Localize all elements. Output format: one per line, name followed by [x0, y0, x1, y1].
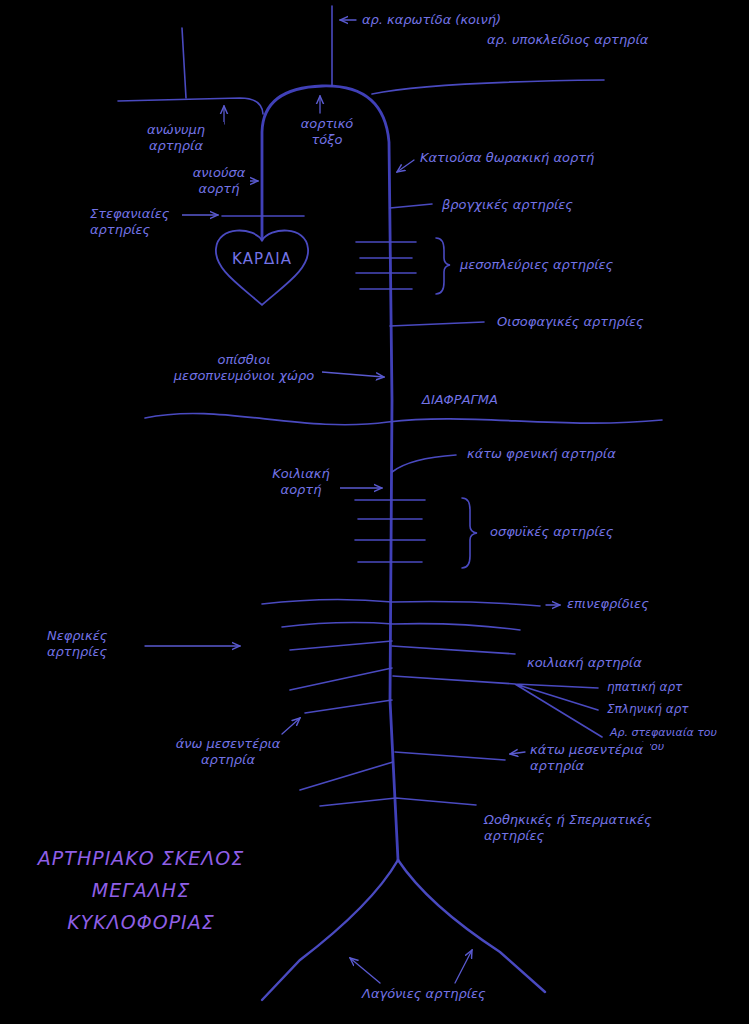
artery-label: Ωοθηκικές ή Σπερματικές αρτηρίες: [482, 812, 696, 844]
leader-arrow: [510, 752, 525, 754]
artery-label: Στεφανιαίες αρτηρίες: [88, 206, 182, 238]
artery-label: Κατιούσα θωρακική αορτή: [418, 150, 596, 166]
leader-arrow: [180, 214, 218, 215]
artery-label: μεσοπλεύριες αρτηρίες: [458, 257, 615, 273]
artery-label: Νεφρικές αρτηρίες: [45, 628, 141, 660]
artery-label: αρ. υποκλείδιος αρτηρία: [485, 32, 650, 48]
leader-arrow: [282, 718, 300, 734]
inferior-mesenteric-artery: [395, 752, 505, 760]
iliac-artery: [398, 860, 545, 992]
esophageal-artery: [390, 322, 484, 326]
artery-label: επινεφρίδιες: [565, 596, 651, 612]
superior-mesenteric-artery: [305, 700, 392, 713]
carotid-artery: [331, 6, 333, 86]
innominate-artery: [118, 98, 263, 114]
artery-label: κάτω μεσεντέρια αρτηρία: [528, 742, 650, 774]
leader-arrow: [546, 604, 560, 605]
artery-label: ανιούσα αορτή: [188, 165, 250, 197]
suprarenal-artery: [262, 599, 540, 606]
artery-label: οπίσθιοι μεσοπνευμόνιοι χώρο: [166, 352, 322, 384]
artery-branch: [300, 762, 393, 790]
artery-label: Λαγόνιες αρτηρίες: [360, 986, 488, 1002]
leader-arrow: [145, 645, 240, 646]
artery-label: κοιλιακή αρτηρία: [525, 655, 644, 671]
heart-label: ΚΑΡΔΙΑ: [210, 250, 314, 268]
artery-label: Οισοφαγικές αρτηρίες: [495, 314, 646, 330]
intercostal-artery: [356, 242, 416, 289]
bracket: [436, 238, 450, 294]
artery-label: βρογχικές αρτηρίες: [440, 197, 575, 213]
leader-arrow: [455, 950, 472, 983]
iliac-artery: [262, 860, 398, 1000]
diaphragm: [145, 413, 662, 424]
artery-label: οσφυϊκές αρτηρίες: [488, 524, 615, 540]
artery-label: Κοιλιακή αορτή: [262, 466, 340, 498]
artery-label: άνω μεσεντέρια αρτηρία: [170, 736, 286, 768]
bracket: [462, 498, 477, 568]
artery-label: ηπατική αρτ: [605, 680, 684, 695]
diagram-title: ΑΡΤΗΡΙΑΚΟ ΣΚΕΛΟΣ ΜΕΓΑΛΗΣ ΚΥΚΛΟΦΟΡΙΑΣ: [25, 842, 257, 938]
bronchial-artery: [390, 204, 432, 208]
coronary-artery: [222, 215, 304, 217]
artery-label: ανώνυμη αρτηρία: [128, 122, 224, 154]
heart-shape: ΚΑΡΔΙΑ: [210, 226, 314, 308]
artery-label: αορτικό τόξο: [294, 116, 360, 148]
leader-arrow: [340, 19, 356, 20]
renal-artery: [282, 623, 520, 654]
innominate-branch: [182, 28, 186, 98]
leader-arrow: [397, 160, 414, 172]
phrenic-artery: [392, 455, 456, 472]
artery-label: κάτω φρενική αρτηρία: [465, 446, 618, 462]
leader-arrow: [340, 487, 382, 488]
leader-arrow: [350, 958, 380, 983]
artery-branch: [290, 668, 392, 690]
artery-label: αρ. καρωτίδα (κοινή): [360, 12, 503, 28]
leader-arrow: [319, 96, 320, 113]
celiac-artery: [393, 676, 602, 737]
lumbar-artery: [355, 500, 425, 562]
subclavian-artery: [372, 80, 604, 94]
artery-label: Σπληνική αρτ: [605, 702, 691, 717]
artery-label: ΔΙΑΦΡΑΓΜΑ: [420, 392, 500, 408]
leader-arrow: [322, 372, 384, 377]
gonadal-artery: [320, 798, 476, 806]
